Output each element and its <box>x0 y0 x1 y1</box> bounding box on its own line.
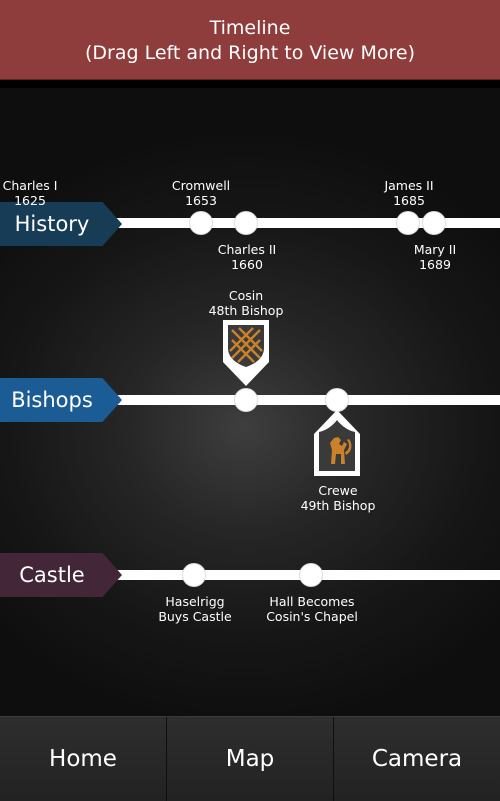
row-tag-history: History <box>0 202 122 246</box>
row-tag-history-label: History <box>14 212 90 236</box>
event-node-hall-chapel[interactable] <box>300 564 322 586</box>
event-node-cosin[interactable] <box>235 389 257 411</box>
row-tag-bishops-label: Bishops <box>11 388 93 412</box>
event-label-james-ii: James II 1685 <box>384 178 434 208</box>
timeline-canvas[interactable]: History Charles I 1625 Cromwell 1653 Cha… <box>0 88 500 716</box>
event-node-crewe[interactable] <box>326 389 348 411</box>
event-node-charles-ii[interactable] <box>235 212 257 234</box>
header-subtitle: (Drag Left and Right to View More) <box>85 42 415 64</box>
row-tag-castle-label: Castle <box>19 563 85 587</box>
map-button[interactable]: Map <box>167 717 334 801</box>
event-node-mary-ii[interactable] <box>423 212 445 234</box>
row-tag-castle: Castle <box>0 553 122 597</box>
lattice-shield-icon[interactable] <box>223 320 269 386</box>
event-label-crewe: Crewe 49th Bishop <box>300 483 376 513</box>
home-button[interactable]: Home <box>0 717 167 801</box>
event-label-charles-i: Charles I 1625 <box>2 178 58 208</box>
event-label-haselrigg: Haselrigg Buys Castle <box>158 594 232 624</box>
event-node-james-ii[interactable] <box>397 212 419 234</box>
header-gap <box>0 80 500 88</box>
bottom-nav: Home Map Camera <box>0 716 500 801</box>
event-label-cromwell: Cromwell 1653 <box>171 178 231 208</box>
camera-button[interactable]: Camera <box>334 717 500 801</box>
history-track <box>110 218 500 228</box>
event-label-hall-chapel: Hall Becomes Cosin's Chapel <box>266 594 358 624</box>
row-tag-bishops: Bishops <box>0 378 122 422</box>
event-node-haselrigg[interactable] <box>183 564 205 586</box>
event-label-charles-ii: Charles II 1660 <box>217 242 277 272</box>
bishops-track <box>110 395 500 405</box>
event-label-mary-ii: Mary II 1689 <box>413 242 457 272</box>
event-node-cromwell[interactable] <box>190 212 212 234</box>
lion-shield-icon[interactable] <box>314 410 360 476</box>
header-title: Timeline <box>209 17 291 39</box>
event-label-cosin: Cosin 48th Bishop <box>208 288 284 318</box>
app-header: Timeline (Drag Left and Right to View Mo… <box>0 0 500 80</box>
